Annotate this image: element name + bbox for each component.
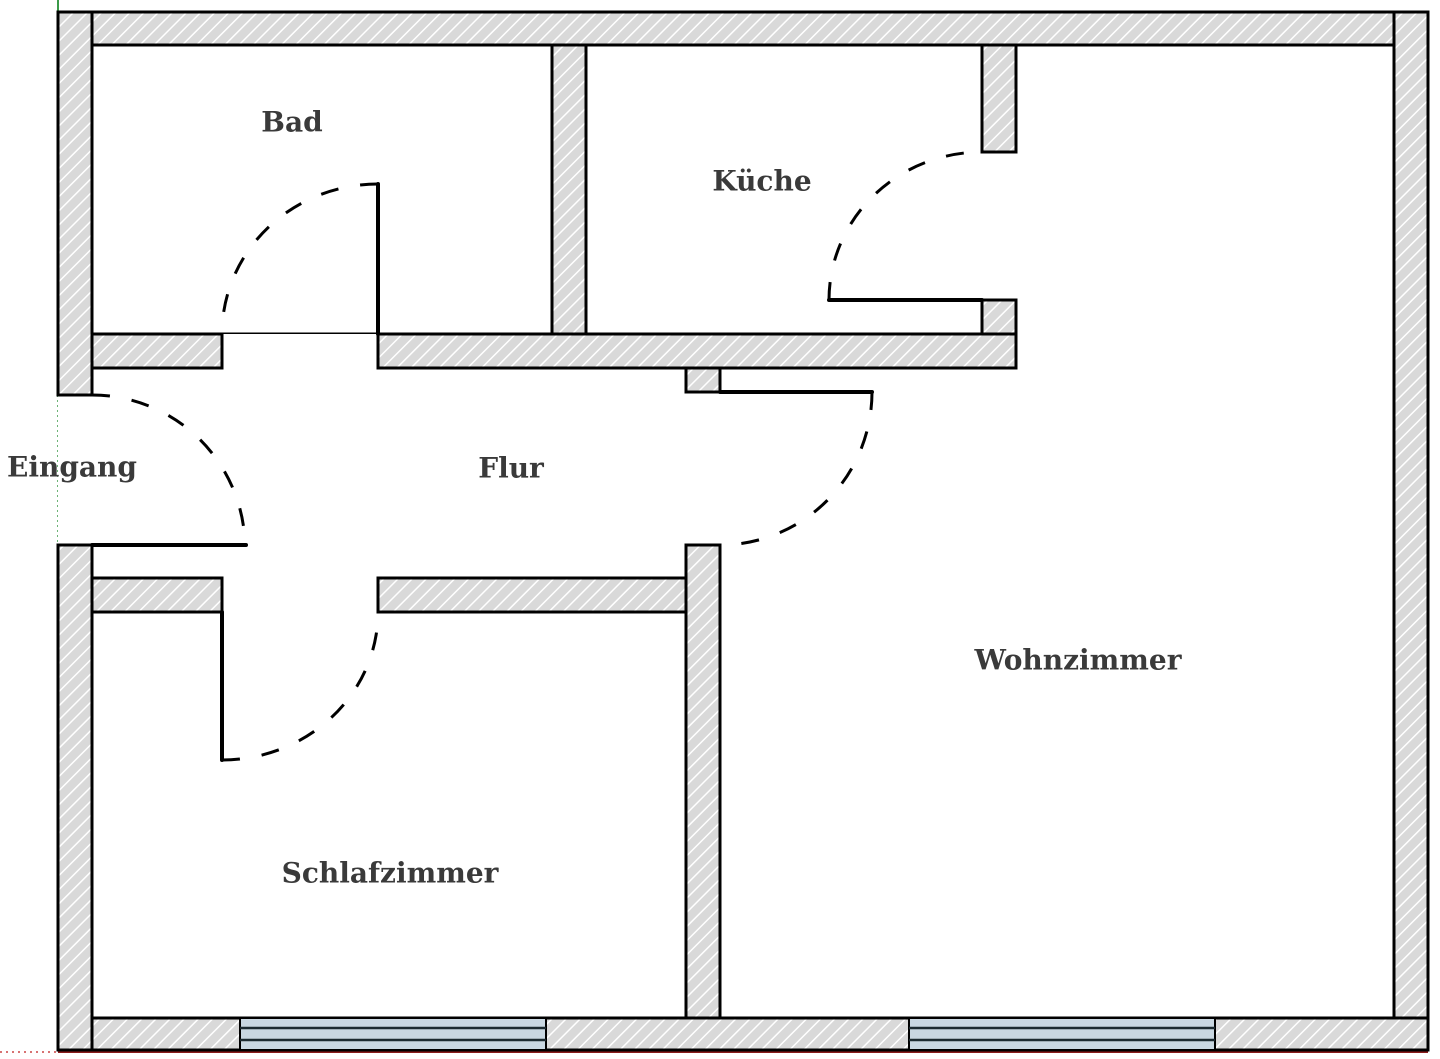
room-label-flur: Flur [478,452,545,485]
room-wohnzimmer-area [720,45,1394,1018]
door-wohnzimmer[interactable] [718,390,874,547]
door-schlafzimmer[interactable] [220,610,380,762]
room-label-kueche: Küche [712,165,811,198]
door-eingang[interactable] [90,393,248,547]
room-bad-area [90,43,554,336]
room-label-schlafzimmer: Schlafzimmer [282,857,500,890]
room-schlafzimmer-area [92,612,686,1018]
door-kueche[interactable] [827,150,984,302]
room-label-wohnzimmer: Wohnzimmer [974,644,1183,677]
window-wohnzimmer [908,1017,1216,1051]
room-label-bad: Bad [261,106,322,139]
window-schlafzimmer [239,1017,547,1051]
room-eingang-area [58,395,92,545]
door-bad[interactable] [220,182,380,336]
room-label-eingang: Eingang [7,451,137,484]
